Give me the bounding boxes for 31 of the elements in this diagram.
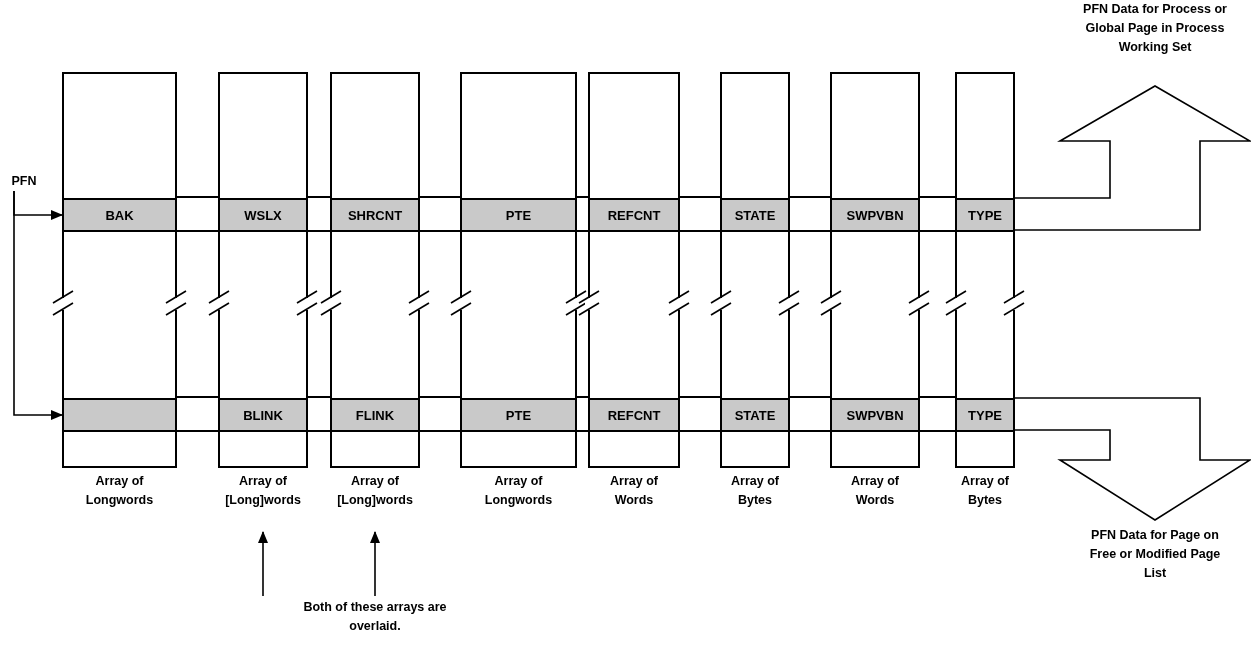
field-cell: SWPVBN	[830, 198, 920, 232]
field-cell: STATE	[720, 198, 790, 232]
array-label: Array of Bytes	[960, 473, 1010, 509]
array-label: Array of Longwords	[84, 473, 155, 509]
field-cell: WSLX	[218, 198, 308, 232]
field-cell: BAK	[62, 198, 177, 232]
array-label: Array of [Long]words	[336, 473, 414, 509]
arrow	[13, 190, 63, 420]
array-label: Array of Words	[850, 473, 900, 509]
shaded-cell	[62, 398, 177, 432]
field-cell: TYPE	[955, 398, 1015, 432]
array-label: Array of [Long]words	[224, 473, 302, 509]
field-cell: TYPE	[955, 198, 1015, 232]
note-text: PFN	[4, 172, 44, 191]
field-cell: STATE	[720, 398, 790, 432]
note-text: Both of these arrays are overlaid.	[280, 598, 470, 636]
field-cell: REFCNT	[588, 198, 680, 232]
field-cell: PTE	[460, 198, 577, 232]
note-text: PFN Data for Process or Global Page in Process Working Set	[1082, 1, 1228, 56]
array-label: Array of Bytes	[730, 473, 780, 509]
field-cell: FLINK	[330, 398, 420, 432]
field-cell: SHRCNT	[330, 198, 420, 232]
field-cell: PTE	[460, 398, 577, 432]
array-label: Array of Words	[609, 473, 659, 509]
arrow	[258, 531, 268, 597]
field-cell: BLINK	[218, 398, 308, 432]
arrow	[370, 531, 380, 597]
note-text: PFN Data for Page on Free or Modified Page List	[1088, 527, 1222, 582]
field-cell: REFCNT	[588, 398, 680, 432]
field-cell: SWPVBN	[830, 398, 920, 432]
array-label: Array of Longwords	[483, 473, 554, 509]
